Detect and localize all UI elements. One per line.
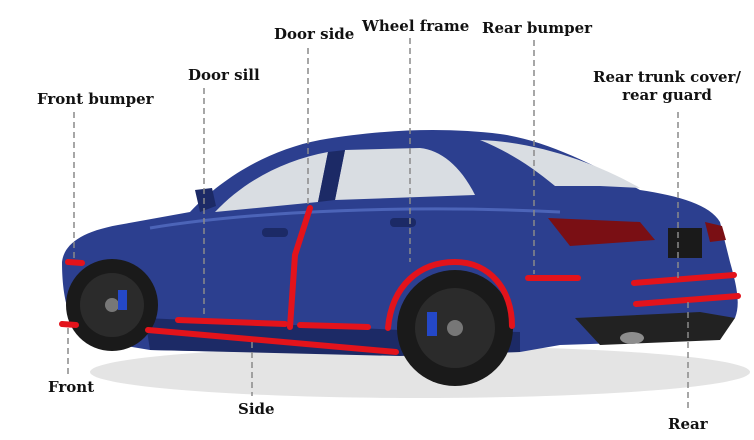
label-door-side: Door side [274, 25, 355, 43]
label-wheel-frame: Wheel frame [362, 17, 470, 35]
seal-door-side [287, 205, 313, 330]
label-front: Front [48, 378, 95, 396]
label-rear-trunk-cover: Rear trunk cover/ rear guard [584, 68, 750, 104]
side-window-rear [335, 148, 475, 200]
leader-lines [67, 38, 689, 412]
car-body [62, 130, 738, 355]
side-mirror [195, 188, 216, 212]
seal-rear-guard-lower [633, 293, 741, 307]
side-window-front [215, 152, 328, 212]
label-rear-trunk-cover-line1: Rear trunk cover/ [593, 68, 741, 86]
seal-door-sill-rear [297, 322, 371, 330]
label-side: Side [238, 400, 275, 418]
front-wheel [66, 259, 158, 351]
front-door-handle [262, 228, 288, 237]
rear-wheel [397, 270, 513, 386]
label-rear-bumper: Rear bumper [482, 19, 593, 37]
seal-door-sill-front [175, 317, 288, 327]
seal-side [145, 327, 399, 355]
seal-strips [59, 205, 741, 355]
taillight-right [705, 222, 726, 242]
seal-front-bumper [65, 259, 85, 266]
license-plate-recess [668, 228, 702, 258]
taillight-left [548, 218, 655, 246]
b-pillar [318, 150, 345, 202]
label-front-bumper: Front bumper [37, 90, 154, 108]
rear-diffuser [575, 312, 735, 345]
seal-rear-guard-upper [631, 272, 737, 286]
label-door-sill: Door sill [188, 66, 260, 84]
seal-front [59, 321, 79, 328]
exhaust-tip [620, 332, 644, 344]
rear-window [480, 140, 640, 188]
label-rear: Rear [668, 415, 708, 433]
seal-wheel-frame [385, 258, 515, 331]
body-highlight [149, 207, 561, 230]
rear-door-handle [390, 218, 416, 227]
label-rear-trunk-cover-line2: rear guard [622, 86, 712, 104]
